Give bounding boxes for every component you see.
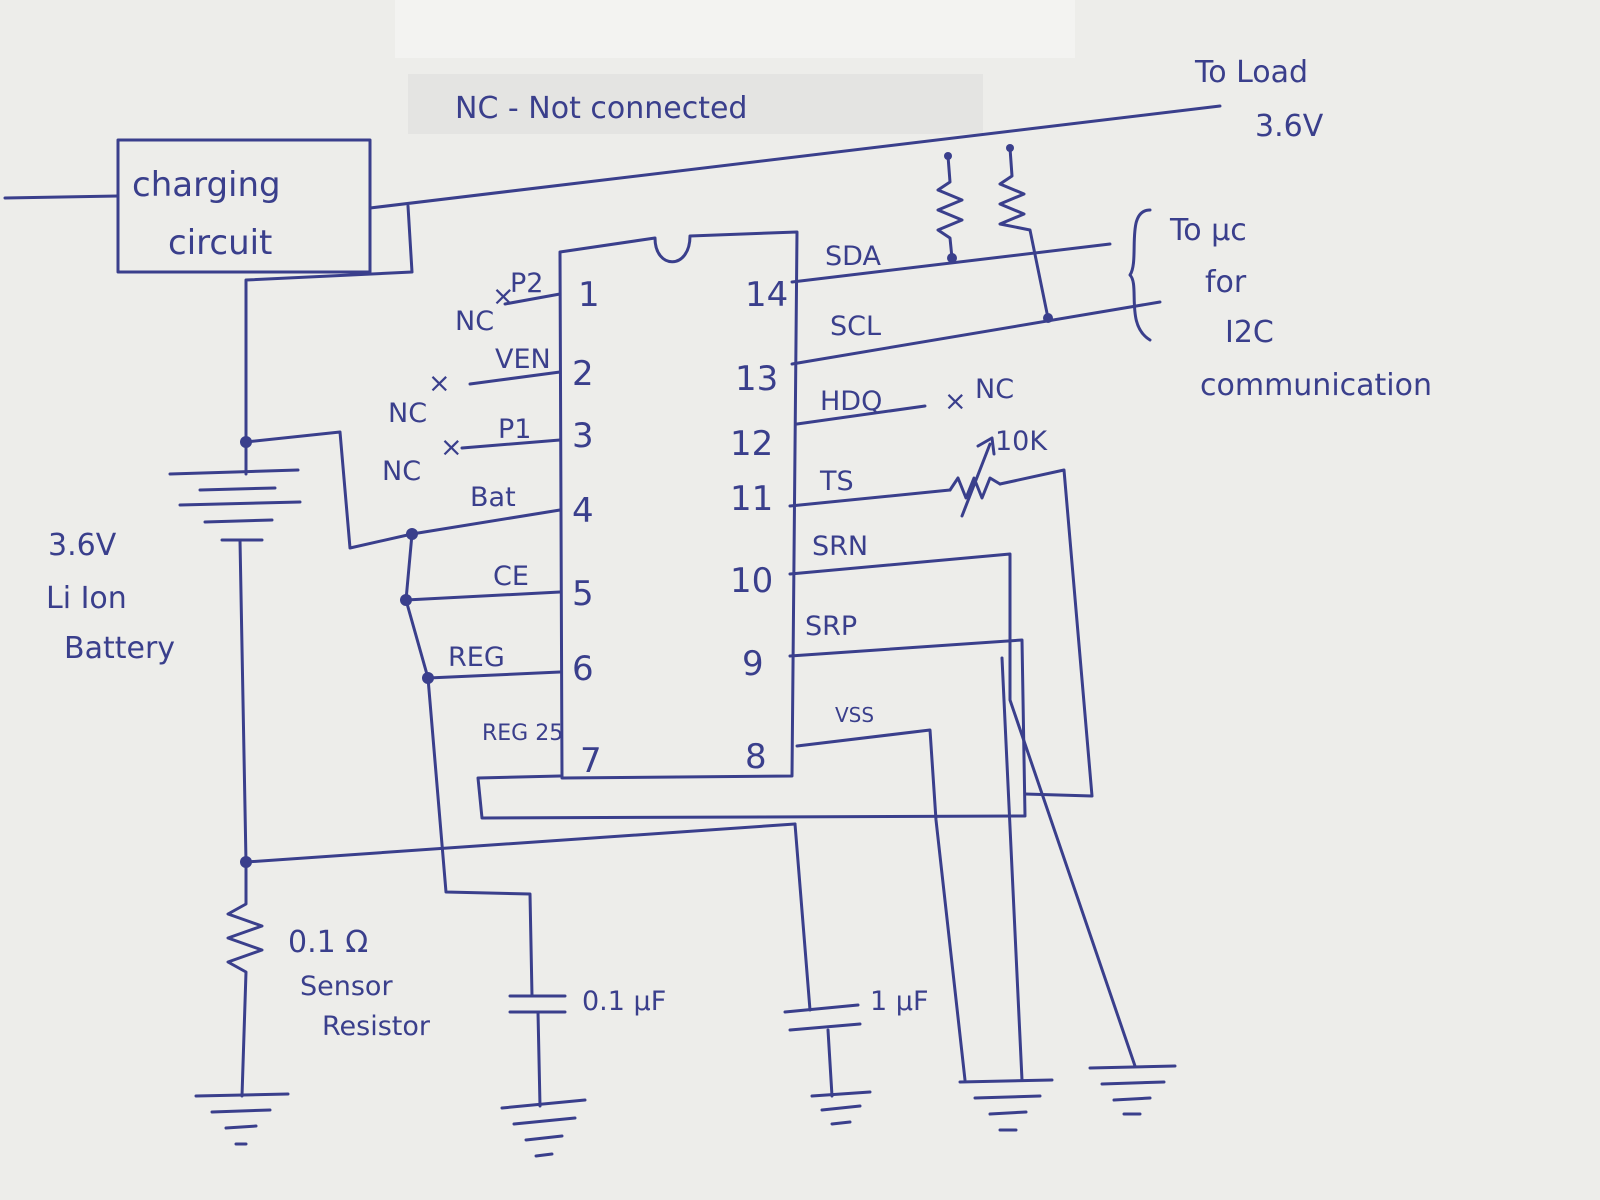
pin-2-lead xyxy=(468,370,562,386)
battery-symbol xyxy=(168,440,302,864)
pin-label-p1: P1 xyxy=(498,414,531,445)
pin-label-ce: CE xyxy=(493,561,529,592)
pin-number-1: 1 xyxy=(578,275,600,315)
nc-label-1: NC xyxy=(455,306,494,337)
pin-label-vss: VSS xyxy=(835,703,874,727)
uc-label-2: for xyxy=(1205,265,1247,300)
ts-return-wire xyxy=(998,468,1094,798)
cap-reg-value: 0.1 μF xyxy=(582,986,666,1017)
pin-label-srn: SRN xyxy=(812,531,868,562)
battery-voltage-label: 3.6V xyxy=(48,528,117,563)
thermistor-value-label: 10K xyxy=(995,426,1048,457)
ground-symbol xyxy=(194,1092,290,1146)
ts-wire xyxy=(788,488,952,508)
load-label: To Load xyxy=(1194,55,1308,90)
pin-number-3: 3 xyxy=(572,416,594,456)
pin-number-5: 5 xyxy=(572,574,594,614)
sense-resistor xyxy=(226,860,264,1098)
thermistor xyxy=(948,436,1002,518)
hdq-wire xyxy=(795,404,927,426)
capacitor-reg xyxy=(508,994,567,1108)
nc-label-3: NC xyxy=(382,456,421,487)
ce-wire xyxy=(404,532,562,602)
paper-highlight xyxy=(395,0,1075,58)
cap-vss-value: 1 μF xyxy=(870,986,928,1017)
pin-3-lead xyxy=(460,438,562,450)
vss-wire xyxy=(795,728,967,1082)
charging-circuit-label-2: circuit xyxy=(168,223,272,263)
pin-label-hdq: HDQ xyxy=(820,386,882,417)
pin-number-8: 8 xyxy=(745,737,767,777)
legend-text: NC - Not connected xyxy=(455,91,747,126)
nc-cross-3: × xyxy=(440,432,463,463)
legend-background xyxy=(408,74,983,134)
pin-number-6: 6 xyxy=(572,649,594,689)
battery-type-label: Li Ion xyxy=(46,581,127,616)
pin-number-13: 13 xyxy=(735,359,778,399)
nc-cross-1: × xyxy=(492,281,515,312)
nc-label-hdq: NC xyxy=(975,374,1014,405)
ground-symbol xyxy=(810,1090,872,1126)
pin-number-7: 7 xyxy=(580,741,602,781)
pin-number-2: 2 xyxy=(572,354,594,394)
scl-wire xyxy=(790,300,1162,366)
uc-label-3: I2C xyxy=(1225,315,1274,350)
load-voltage-label: 3.6V xyxy=(1255,109,1324,144)
input-wire xyxy=(3,194,120,200)
pull-up-resistor-scl xyxy=(998,146,1050,320)
bat-pin-wire xyxy=(244,430,562,550)
pin-label-scl: SCL xyxy=(830,311,881,342)
pin-label-bat: Bat xyxy=(470,482,516,513)
gauge-ic xyxy=(558,230,799,780)
junction-dot xyxy=(947,253,957,263)
ic-body xyxy=(558,230,799,780)
pin-label-p2: P2 xyxy=(510,268,543,299)
pin-number-4: 4 xyxy=(572,491,594,531)
pin-label-sda: SDA xyxy=(825,241,881,272)
charging-circuit-block: charging circuit xyxy=(116,138,372,274)
nc-cross-hdq: × xyxy=(944,386,967,417)
battery-name-label: Battery xyxy=(64,631,175,666)
srp-ground-wire xyxy=(1000,656,1024,1082)
pin-label-ts: TS xyxy=(819,466,854,497)
pin-label-reg: REG xyxy=(448,642,505,673)
pin-number-12: 12 xyxy=(730,424,773,464)
sda-wire xyxy=(790,242,1112,284)
sense-wire xyxy=(244,822,797,864)
ground-symbol xyxy=(958,1078,1054,1132)
junction-dot xyxy=(1006,144,1014,152)
nc-cross-2: × xyxy=(428,368,451,399)
charging-circuit-label-1: charging xyxy=(132,165,281,205)
pull-up-resistor-sda xyxy=(936,154,964,260)
pin-label-reg25: REG 25 xyxy=(482,721,563,746)
pin-number-10: 10 xyxy=(730,561,773,601)
ground-symbol xyxy=(500,1098,587,1158)
capacitor-vss xyxy=(783,822,862,1098)
i2c-brace xyxy=(1128,208,1152,342)
pin-1-lead xyxy=(503,292,562,306)
pin-label-srp: SRP xyxy=(805,611,857,642)
pin-label-ven: VEN xyxy=(495,344,551,375)
charging-circuit-box xyxy=(116,138,372,274)
srn-wire xyxy=(788,552,1137,1068)
uc-label-4: communication xyxy=(1200,368,1432,403)
nc-label-2: NC xyxy=(388,398,427,429)
ground-symbol xyxy=(1088,1064,1177,1116)
charger-to-battery-wire xyxy=(244,204,414,444)
load-rail-wire xyxy=(368,104,1222,210)
sense-resistor-label-1: Sensor xyxy=(300,971,393,1002)
sense-resistor-label-2: Resistor xyxy=(322,1011,431,1042)
sense-resistor-value: 0.1 Ω xyxy=(288,925,368,960)
pin-number-14: 14 xyxy=(745,275,788,315)
reg25-srp-loop-wire xyxy=(476,638,1027,820)
reg-cap-wire xyxy=(426,676,534,998)
junction-dot xyxy=(944,152,952,160)
pin-number-9: 9 xyxy=(742,644,764,684)
pin-number-11: 11 xyxy=(730,479,773,519)
uc-label-1: To μc xyxy=(1169,213,1247,248)
